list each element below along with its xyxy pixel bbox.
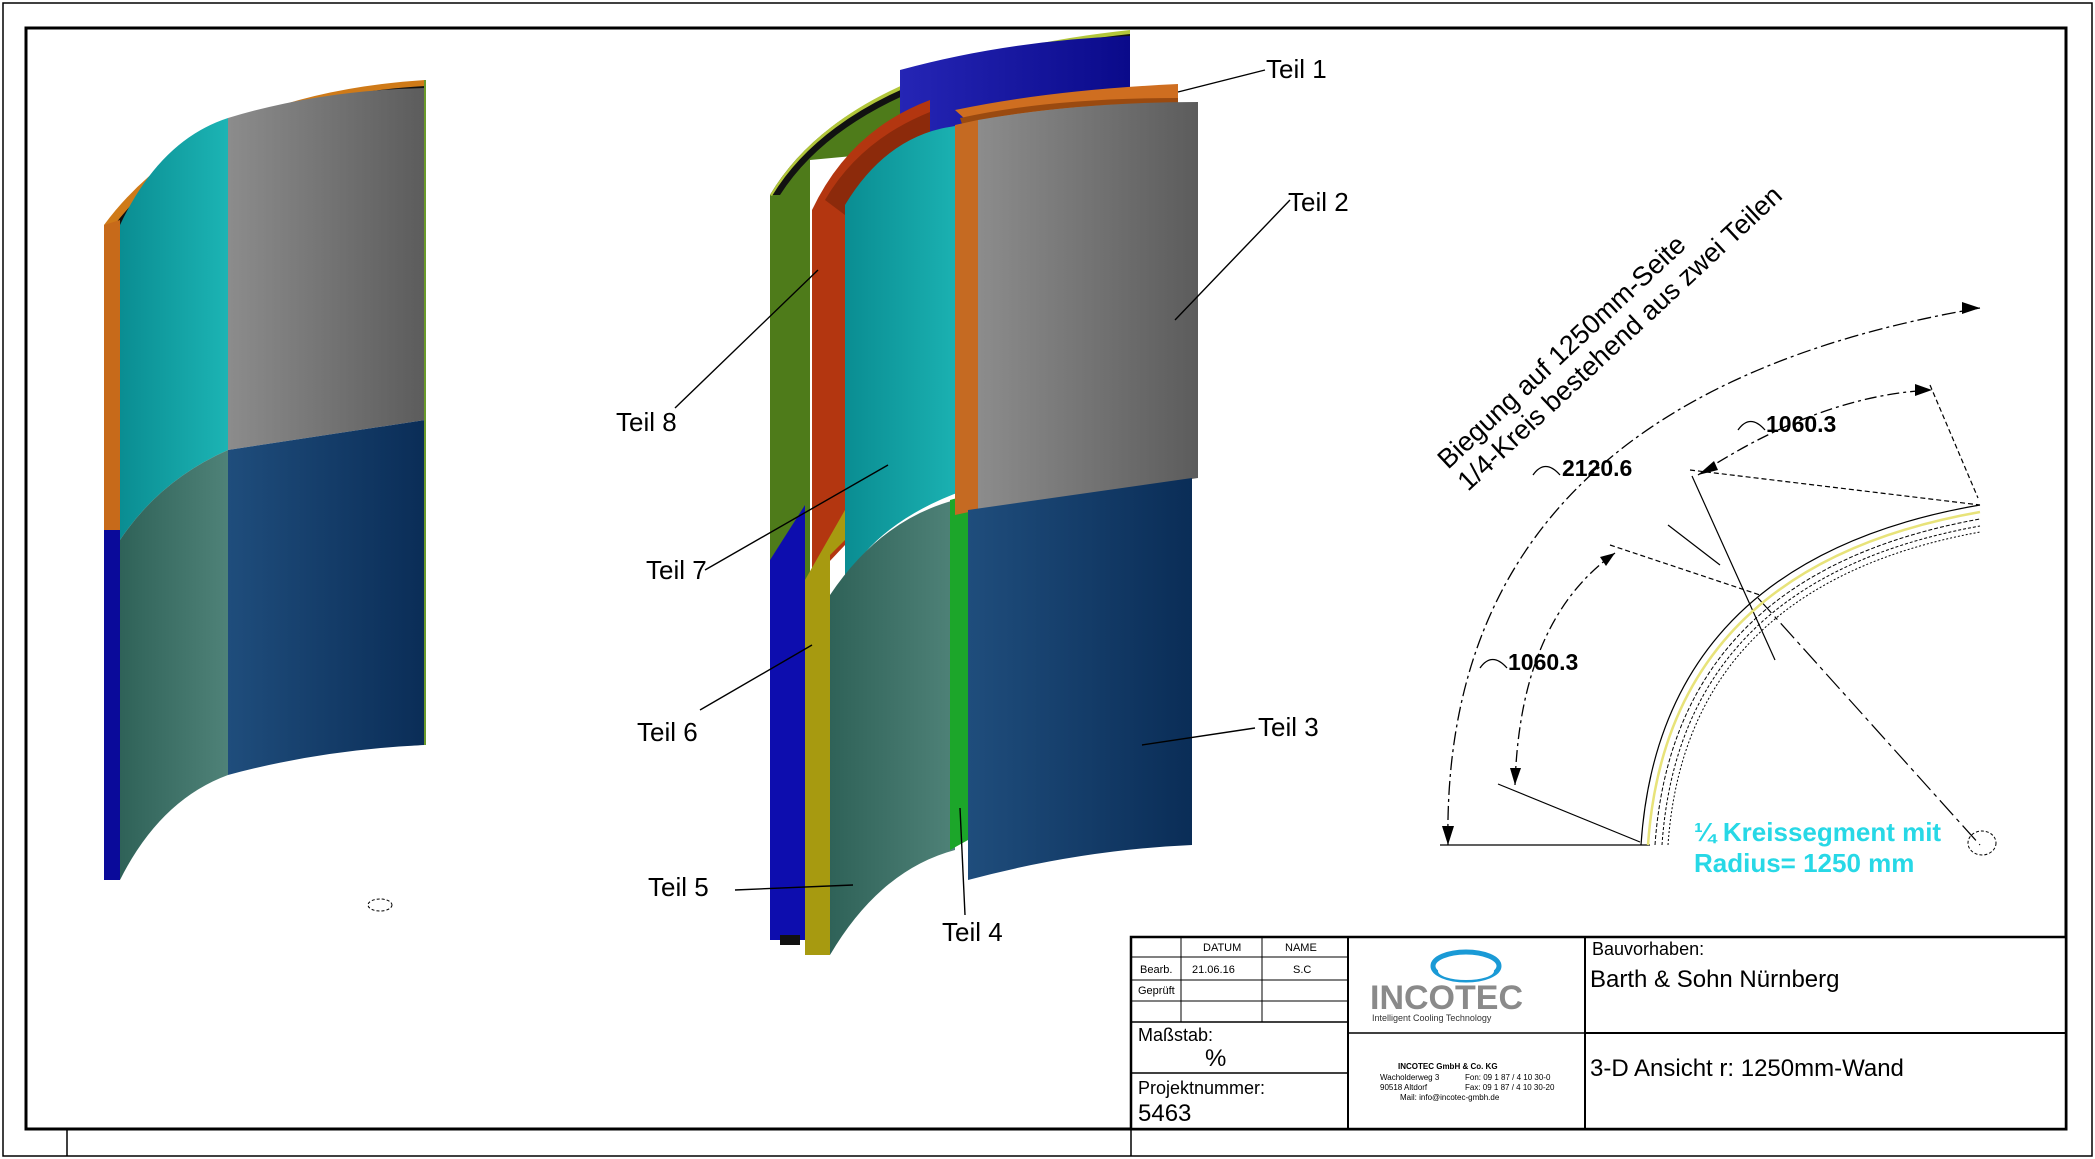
label-teil-1: Teil 1 <box>1266 54 1327 84</box>
label-teil-8: Teil 8 <box>616 407 677 437</box>
mail: Mail: info@incotec-gmbh.de <box>1400 1093 1500 1102</box>
title-block: DATUM NAME Bearb. Geprüft 21.06.16 S.C M… <box>1129 935 2068 1131</box>
bending-note-line1: Biegung auf 1250mm-Seite <box>1432 229 1692 474</box>
massstab-value: % <box>1205 1045 1226 1072</box>
bending-note-line2: 1/4-Kreis bestehend aus zwei Teilen <box>1452 180 1788 496</box>
incotec-logo: INCOTEC Intelligent Cooling Technology <box>1370 949 1523 1023</box>
bauvorhaben-value: Barth & Sohn Nürnberg <box>1590 966 1839 993</box>
dimension-2120-6: 2120.6 <box>1562 455 1632 481</box>
label-teil-2: Teil 2 <box>1288 187 1349 217</box>
phone: Fon: 09 1 87 / 4 10 30-0 <box>1465 1073 1551 1082</box>
label-teil-7: Teil 7 <box>646 555 707 585</box>
bearb-datum: 21.06.16 <box>1192 964 1235 976</box>
company-name: INCOTEC GmbH & Co. KG <box>1398 1062 1498 1071</box>
drawing-title: 3-D Ansicht r: 1250mm-Wand <box>1590 1055 1904 1082</box>
massstab-label: Maßstab: <box>1138 1025 1213 1045</box>
projektnummer-label: Projektnummer: <box>1138 1078 1265 1098</box>
segment-note-line1: ¼ Kreissegment mit <box>1694 817 1941 847</box>
address-street: Wacholderweg 3 <box>1380 1073 1440 1082</box>
projektnummer-value: 5463 <box>1138 1100 1191 1127</box>
dimension-1060-3-upper: 1060.3 <box>1766 411 1836 437</box>
address-city: 90518 Altdorf <box>1380 1083 1428 1092</box>
col-datum: DATUM <box>1203 942 1241 954</box>
row-bearb: Bearb. <box>1140 964 1172 976</box>
label-teil-4: Teil 4 <box>942 917 1003 947</box>
logo-wordmark: INCOTEC <box>1370 979 1523 1017</box>
callout-leaders <box>674 69 1291 916</box>
bearb-name: S.C <box>1293 964 1311 976</box>
label-teil-6: Teil 6 <box>637 717 698 747</box>
col-name: NAME <box>1285 942 1317 954</box>
logo-tagline: Intelligent Cooling Technology <box>1372 1013 1492 1023</box>
bauvorhaben-label: Bauvorhaben: <box>1592 939 1704 959</box>
exploded-3d-view <box>770 30 1198 955</box>
dimension-1060-3-lower: 1060.3 <box>1508 649 1578 675</box>
quarter-circle-section: Biegung auf 1250mm-Seite 1/4-Kreis beste… <box>1432 180 1997 878</box>
left-3d-wall <box>104 80 426 912</box>
inner-frame <box>24 26 2068 1131</box>
label-teil-3: Teil 3 <box>1258 712 1319 742</box>
fax: Fax: 09 1 87 / 4 10 30-20 <box>1465 1083 1555 1092</box>
segment-note-line2: Radius= 1250 mm <box>1694 848 1914 878</box>
row-geprueft: Geprüft <box>1138 985 1175 997</box>
label-teil-5: Teil 5 <box>648 872 709 902</box>
